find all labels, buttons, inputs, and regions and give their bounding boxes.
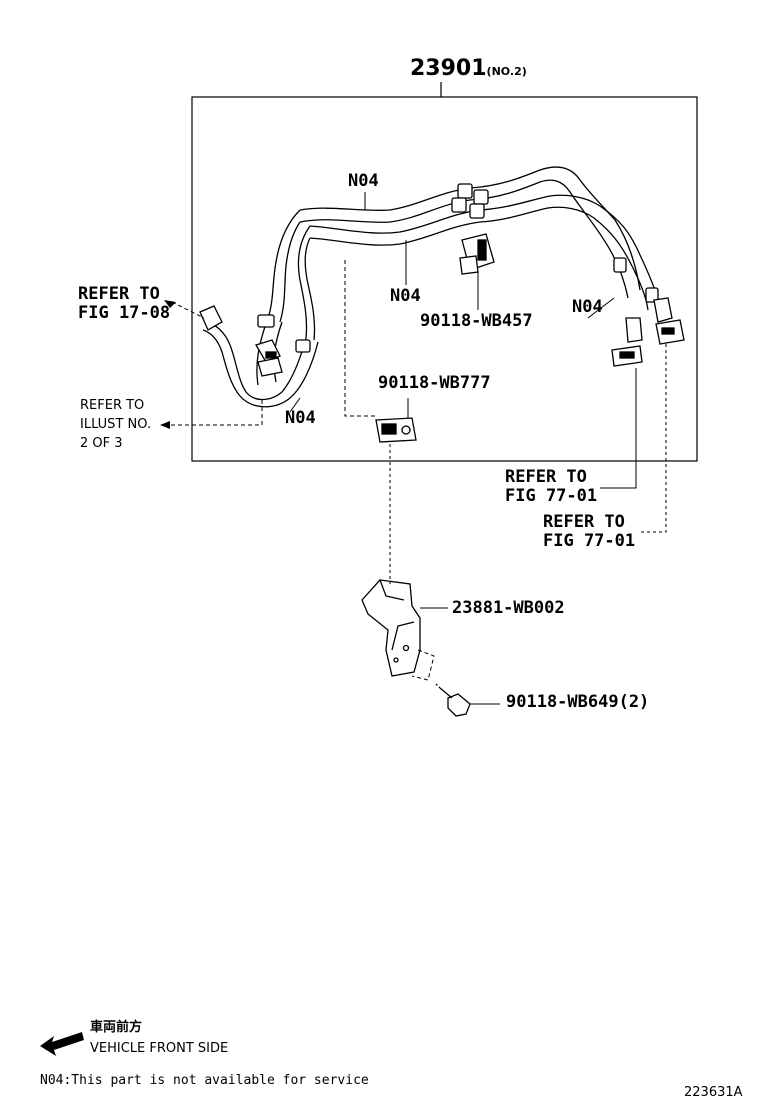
callout-n04-right: N04 (572, 297, 603, 317)
vehicle-front-label-en: VEHICLE FRONT SIDE (90, 1041, 229, 1056)
refer-illust-line3: 2 OF 3 (80, 436, 123, 451)
vehicle-front-arrow-icon (40, 1032, 84, 1056)
service-note: N04:This part is not available for servi… (40, 1073, 369, 1088)
refer-fig-77-01-a-line2: FIG 77-01 (505, 486, 598, 506)
clip-90118-wb457 (459, 233, 495, 275)
figure-id: 223631A (684, 1085, 743, 1100)
hose-clamps (257, 183, 659, 353)
assembly-frame (191, 96, 698, 462)
callout-n04-left: N04 (285, 408, 316, 428)
tube-end-left (199, 305, 223, 331)
refer-fig-17-08-line2: FIG 17-08 (78, 303, 171, 323)
connector-right-2 (653, 297, 685, 345)
refer-fig-77-01-b-line2: FIG 77-01 (543, 531, 636, 551)
bolt-90118-wb649 (435, 683, 471, 717)
main-part-number: 23901(NO.2) (410, 58, 527, 80)
callout-n04-top: N04 (348, 171, 379, 191)
callout-23881-wb002: 23881-WB002 (452, 598, 565, 618)
connector-left (255, 339, 283, 377)
clip-90118-wb777 (375, 417, 417, 443)
arrowheads (160, 300, 176, 429)
refer-fig-17-08-line1: REFER TO (78, 284, 160, 304)
refer-illust-line2: ILLUST NO. (80, 417, 152, 432)
vehicle-front-label-jp: 車両前方 (90, 1020, 143, 1035)
main-part-suffix: (NO.2) (486, 65, 527, 78)
callout-n04-mid: N04 (390, 286, 421, 306)
leader-lines (162, 192, 667, 705)
refer-fig-77-01-b-line1: REFER TO (543, 512, 625, 532)
callout-90118-wb649: 90118-WB649(2) (506, 692, 650, 712)
callout-90118-wb777: 90118-WB777 (378, 373, 491, 393)
connector-right-1 (611, 317, 643, 367)
hose-harness (202, 166, 661, 408)
callout-90118-wb457: 90118-WB457 (420, 311, 533, 331)
bracket-23881-wb002 (361, 579, 421, 677)
main-part-number-value: 23901 (410, 56, 487, 81)
refer-illust-line1: REFER TO (80, 398, 145, 413)
bracket-phantom (411, 649, 435, 681)
refer-fig-77-01-a-line1: REFER TO (505, 467, 587, 487)
